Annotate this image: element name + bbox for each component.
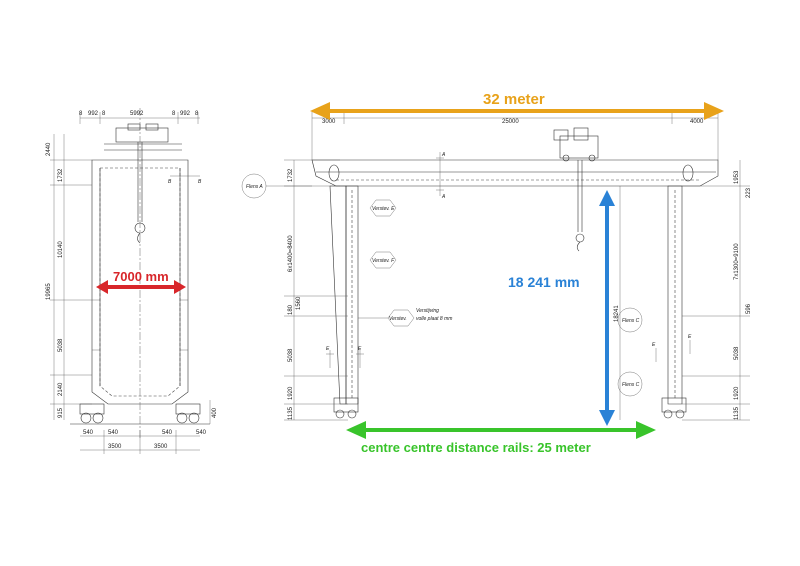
- hex-tag-f-label: Verstev. F: [372, 258, 395, 264]
- left-vdim-5: 5038: [58, 338, 64, 352]
- right-ldim-2: 6x1400=8400: [288, 235, 294, 272]
- left-bdim-3: 540: [162, 430, 173, 436]
- hex-tag-plain: [387, 309, 415, 327]
- left-bdim-6: 3500: [154, 444, 168, 450]
- section-e-3: E: [652, 342, 656, 348]
- inner-height-dim: 18241: [614, 305, 620, 322]
- right-trolley: [559, 135, 599, 159]
- left-top-dim-3: 8: [102, 111, 106, 117]
- flange-tag-c-1: [617, 307, 643, 333]
- left-bdim-4: 540: [196, 430, 207, 436]
- right-ldim-4: 1560: [296, 296, 302, 310]
- right-ldim-3: 180: [288, 304, 294, 315]
- flange-tag-c-2: [617, 371, 643, 397]
- left-bogie-right: [175, 403, 201, 415]
- left-top-dim-6: 992: [180, 111, 191, 117]
- left-leg-outer: [329, 185, 347, 405]
- left-top-dim-7: 8: [195, 111, 199, 117]
- section-e-2: E: [358, 346, 362, 352]
- right-rdim-3: 7x1300=9100: [734, 243, 740, 280]
- right-hook-icon: [575, 233, 585, 243]
- right-rdim-5: 5038: [734, 346, 740, 360]
- left-vdim-4: 19965: [46, 283, 52, 300]
- section-e-4: E: [688, 334, 692, 340]
- section-e-1: E: [326, 346, 330, 352]
- section-b-1: B: [168, 179, 172, 185]
- left-top-dim-1: 8: [79, 111, 83, 117]
- width-arrow: [96, 280, 186, 294]
- section-a-2: A: [441, 194, 446, 200]
- left-vdim-1: 2440: [46, 142, 52, 156]
- section-b-2: B: [198, 179, 202, 185]
- left-trolley: [115, 127, 169, 143]
- hex-tag-e: [369, 199, 397, 217]
- left-bdim-5: 3500: [108, 444, 122, 450]
- right-rdim-2: 223: [746, 187, 752, 198]
- left-vdim-6: 2140: [58, 382, 64, 396]
- hex-tag-e-label: Verstev. E: [372, 206, 395, 212]
- main-girder: [311, 159, 719, 187]
- right-rdim-6: 1920: [734, 386, 740, 400]
- right-rdim-1: 1953: [734, 170, 740, 184]
- right-ldim-6: 1920: [288, 386, 294, 400]
- height-label: 18 241 mm: [508, 274, 580, 290]
- right-top-dim-2: 25000: [502, 119, 519, 125]
- flange-tag-c-1-label: Flens C: [622, 318, 640, 324]
- hex-tag-f: [369, 251, 397, 269]
- span-label: 32 meter: [483, 91, 545, 108]
- left-top-dim-2: 992: [88, 111, 99, 117]
- left-vdim-3: 10140: [58, 241, 64, 258]
- right-ldim-7: 1135: [288, 406, 294, 420]
- left-bdim-2: 540: [108, 430, 119, 436]
- rail-distance-label: centre centre distance rails: 25 meter: [361, 440, 591, 455]
- right-top-dim-3: 4000: [690, 119, 704, 125]
- span-arrow: [310, 102, 724, 120]
- flange-tag-a-label: Flens A: [246, 184, 263, 190]
- left-vdim-7: 915: [58, 407, 64, 418]
- rail-distance-arrow: [346, 421, 656, 439]
- left-frame-outer: [91, 159, 189, 405]
- flange-tag-c-2-label: Flens C: [622, 382, 640, 388]
- stiffener-note-1: Verstijving: [416, 308, 439, 314]
- left-top-dim-5: 8: [172, 111, 176, 117]
- left-bdim-1: 540: [83, 430, 94, 436]
- right-bogie-right: [661, 397, 687, 413]
- section-a-1: A: [441, 152, 446, 158]
- right-ldim-5: 5038: [288, 348, 294, 362]
- width-label: 7000 mm: [113, 269, 169, 284]
- left-end-view: 8 992 8 5992 8 992 8: [46, 108, 218, 454]
- hex-tag-plain-label: Verstev.: [389, 316, 407, 322]
- right-side-view: 3000 25000 4000 A A: [241, 91, 752, 455]
- right-ldim-1: 1732: [288, 168, 294, 182]
- stiffener-note-2: volle plaat 8 mm: [416, 316, 452, 322]
- right-top-dim-1: 3000: [322, 119, 336, 125]
- right-rdim-7: 1135: [734, 406, 740, 420]
- left-top-dim-4: 5992: [130, 111, 144, 117]
- right-bogie-left: [333, 397, 359, 413]
- height-arrow: [599, 190, 615, 426]
- left-vdim-right: 400: [212, 407, 218, 418]
- left-vdim-2: 1732: [58, 168, 64, 182]
- right-rdim-4: 596: [746, 303, 752, 314]
- left-bogie-left: [79, 403, 105, 415]
